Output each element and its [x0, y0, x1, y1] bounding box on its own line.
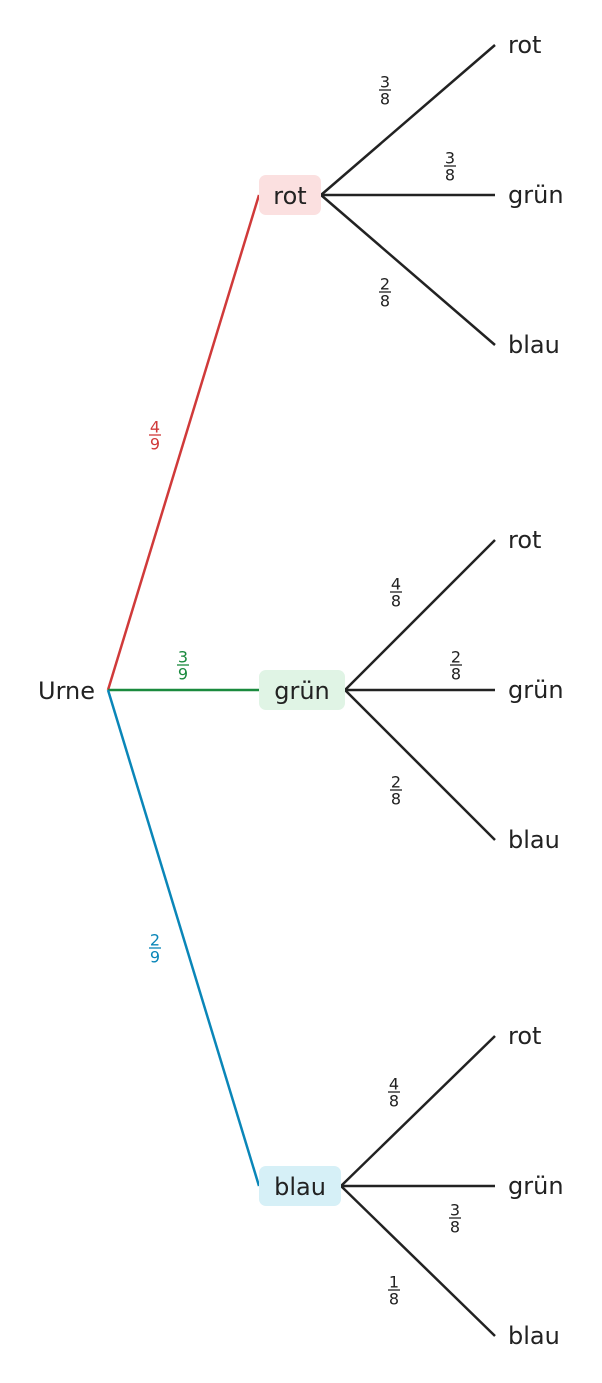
fraction-numerator: 2	[391, 773, 401, 792]
fraction-denominator: 8	[391, 592, 401, 611]
edge-rot-rot	[320, 44, 496, 196]
tree-edges	[106, 44, 496, 1337]
leaf-rot-blau: blau	[508, 331, 560, 359]
prob-blau-grün: 38	[449, 1201, 461, 1237]
leaf-blau-rot: rot	[508, 1022, 541, 1050]
edge-rot-blau	[320, 194, 496, 346]
prob-blau-rot: 48	[388, 1075, 400, 1111]
prob-grün-grün: 28	[450, 648, 462, 684]
node-label: grün	[274, 677, 330, 705]
fraction-numerator: 3	[450, 1201, 460, 1220]
edge-blau-blau	[340, 1185, 496, 1337]
prob-grün-blau: 28	[390, 773, 402, 809]
fraction-denominator: 8	[391, 790, 401, 809]
fraction-denominator: 9	[150, 435, 160, 454]
prob-rot-rot: 38	[379, 73, 391, 109]
node-grün: grün	[259, 670, 345, 710]
leaf-grün-blau: blau	[508, 826, 560, 854]
leaf-blau-grün: grün	[508, 1172, 564, 1200]
node-blau: blau	[259, 1166, 341, 1206]
fraction-numerator: 1	[389, 1273, 399, 1292]
prob-grün: 39	[177, 648, 189, 684]
edge-urne-rot	[106, 194, 261, 691]
fraction-denominator: 8	[451, 665, 461, 684]
leaf-rot-grün: grün	[508, 181, 564, 209]
prob-grün-rot: 48	[390, 575, 402, 611]
prob-blau-blau: 18	[388, 1273, 400, 1309]
edge-blau-rot	[340, 1035, 496, 1187]
root-label: Urne	[38, 677, 95, 705]
node-box	[259, 1166, 341, 1206]
fraction-denominator: 8	[450, 1218, 460, 1237]
leaf-grün-grün: grün	[508, 676, 564, 704]
fraction-denominator: 8	[389, 1290, 399, 1309]
fraction-numerator: 4	[391, 575, 401, 594]
node-rot: rot	[259, 175, 321, 215]
node-label: rot	[273, 182, 306, 210]
fraction-numerator: 2	[150, 931, 160, 950]
fraction-numerator: 2	[451, 648, 461, 667]
fraction-denominator: 9	[150, 948, 160, 967]
fraction-denominator: 8	[389, 1092, 399, 1111]
node-label: blau	[274, 1173, 326, 1201]
fraction-denominator: 9	[178, 665, 188, 684]
edge-grün-blau	[344, 689, 496, 841]
edge-urne-blau	[106, 689, 261, 1187]
fraction-numerator: 2	[380, 275, 390, 294]
fraction-denominator: 8	[380, 90, 390, 109]
leaf-blau-blau: blau	[508, 1322, 560, 1350]
edge-grün-rot	[344, 539, 496, 691]
leaf-grün-rot: rot	[508, 526, 541, 554]
fraction-numerator: 4	[389, 1075, 399, 1094]
prob-rot: 49	[149, 418, 161, 454]
fraction-denominator: 8	[380, 292, 390, 311]
tree-nodes: Urne rot rot grün blau grün rot grün blau blau rot…	[38, 31, 564, 1350]
prob-rot-grün: 38	[444, 149, 456, 185]
prob-rot-blau: 28	[379, 275, 391, 311]
fraction-numerator: 4	[150, 418, 160, 437]
prob-blau: 29	[149, 931, 161, 967]
fraction-numerator: 3	[445, 149, 455, 168]
fraction-denominator: 8	[445, 166, 455, 185]
node-box	[259, 670, 345, 710]
node-box	[259, 175, 321, 215]
fraction-numerator: 3	[380, 73, 390, 92]
fraction-numerator: 3	[178, 648, 188, 667]
leaf-rot-rot: rot	[508, 31, 541, 59]
